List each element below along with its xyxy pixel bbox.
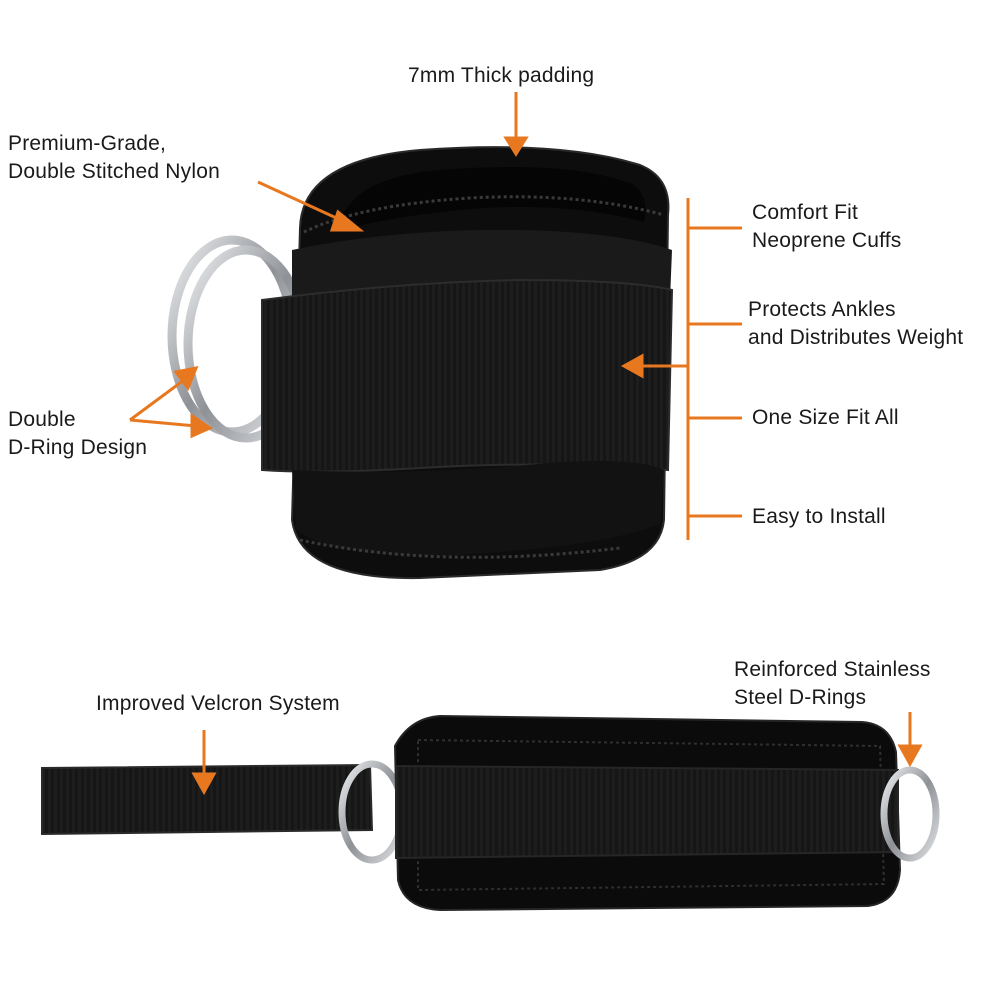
arrow-icon	[191, 772, 217, 796]
callout-nylon: Premium-Grade, Double Stitched Nylon	[8, 130, 220, 186]
callout-nylon-line-1: Premium-Grade,	[8, 132, 167, 155]
callout-comfort-line-2: Neoprene Cuffs	[752, 229, 902, 252]
ankle-cuff	[167, 146, 674, 580]
arrow-icon	[190, 413, 214, 439]
callout-steel-line-1: Reinforced Stainless	[734, 658, 931, 681]
arrow-icon	[173, 365, 199, 392]
callout-protects: Protects Ankles and Distributes Weight	[748, 296, 963, 352]
arrow-icon	[620, 353, 644, 379]
callout-velcro-text: Improved Velcron System	[96, 692, 340, 715]
callout-protects-line-1: Protects Ankles	[748, 298, 896, 321]
callout-comfort: Comfort Fit Neoprene Cuffs	[752, 199, 902, 255]
callout-size-text: One Size Fit All	[752, 406, 899, 429]
callout-steel: Reinforced Stainless Steel D-Rings	[734, 656, 931, 712]
callout-dring-line-2: D-Ring Design	[8, 436, 148, 459]
callout-padding-text: 7mm Thick padding	[408, 64, 595, 87]
annotation-lines	[129, 92, 923, 796]
arrow-icon	[897, 744, 923, 768]
callout-dring-line-1: Double	[8, 408, 76, 431]
callout-comfort-line-1: Comfort Fit	[752, 201, 859, 224]
callout-protects-line-2: and Distributes Weight	[748, 326, 964, 349]
callout-size: One Size Fit All	[752, 404, 899, 432]
callout-padding: 7mm Thick padding	[408, 62, 594, 90]
flat-strap	[41, 714, 940, 912]
callout-install: Easy to Install	[752, 503, 886, 531]
arrow-icon	[329, 209, 365, 232]
callout-velcro: Improved Velcron System	[96, 690, 340, 718]
callout-install-text: Easy to Install	[752, 505, 886, 528]
d-ring-icon	[880, 766, 940, 862]
arrow-icon	[503, 136, 529, 157]
callout-nylon-line-2: Double Stitched Nylon	[8, 160, 220, 183]
callout-dring: Double D-Ring Design	[8, 406, 147, 462]
callout-steel-line-2: Steel D-Rings	[734, 686, 867, 709]
